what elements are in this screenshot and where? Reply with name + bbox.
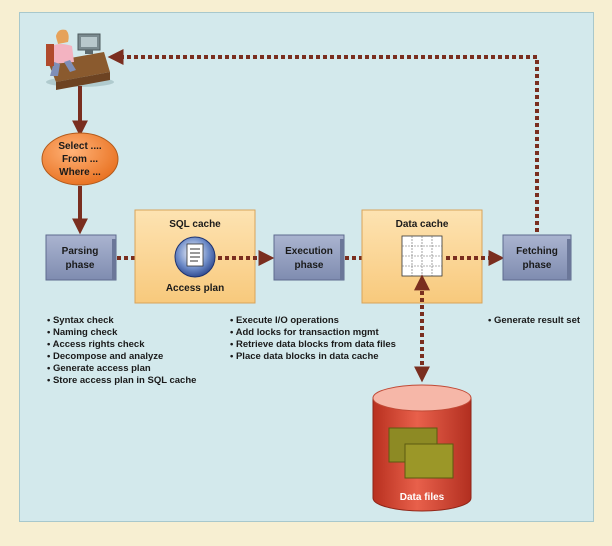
list-item: • Generate access plan: [47, 363, 151, 374]
fetching-steps-list: • Generate result set: [488, 315, 581, 326]
data-files-label: Data files: [400, 492, 445, 503]
list-item: • Decompose and analyze: [47, 351, 163, 362]
execution-phase-box: Execution phase: [273, 234, 345, 281]
parsing-label-2: phase: [66, 260, 95, 271]
execution-label-2: phase: [295, 260, 324, 271]
list-item: • Generate result set: [488, 315, 581, 326]
parsing-phase-box: Parsing phase: [45, 234, 117, 281]
list-item: • Add locks for transaction mgmt: [230, 327, 379, 338]
list-item: • Place data blocks in data cache: [230, 351, 379, 362]
return-arrow: [107, 49, 539, 232]
execution-steps-list: • Execute I/O operations• Add locks for …: [230, 315, 396, 362]
fetching-label-2: phase: [523, 260, 552, 271]
user-workstation-icon: [46, 29, 114, 90]
parsing-steps-list: • Syntax check• Naming check• Access rig…: [47, 315, 196, 386]
data-cache-grid-icon: [401, 235, 443, 277]
access-plan-icon: [174, 236, 216, 278]
list-item: • Naming check: [47, 327, 118, 338]
access-plan-label: Access plan: [166, 283, 224, 294]
data-block-icon: [388, 427, 454, 479]
parsing-label-1: Parsing: [62, 246, 99, 257]
sql-cache-box: SQL cache Access plan: [134, 209, 256, 304]
fetching-phase-box: Fetching phase: [502, 234, 572, 281]
data-cache-box: Data cache: [361, 209, 483, 304]
query-line-2: From ...: [62, 154, 98, 165]
list-item: • Syntax check: [47, 315, 114, 326]
fetching-label-1: Fetching: [516, 246, 558, 257]
data-cache-title: Data cache: [396, 219, 449, 230]
list-item: • Store access plan in SQL cache: [47, 375, 196, 386]
sql-cache-title: SQL cache: [169, 219, 221, 230]
execution-label-1: Execution: [285, 246, 333, 257]
query-line-3: Where ...: [59, 167, 101, 178]
query-line-1: Select ....: [58, 141, 102, 152]
sql-query-ellipse: Select .... From ... Where ...: [41, 132, 119, 186]
list-item: • Retrieve data blocks from data files: [230, 339, 396, 350]
list-item: • Execute I/O operations: [230, 315, 339, 326]
data-files-cylinder: Data files: [372, 384, 472, 512]
list-item: • Access rights check: [47, 339, 145, 350]
